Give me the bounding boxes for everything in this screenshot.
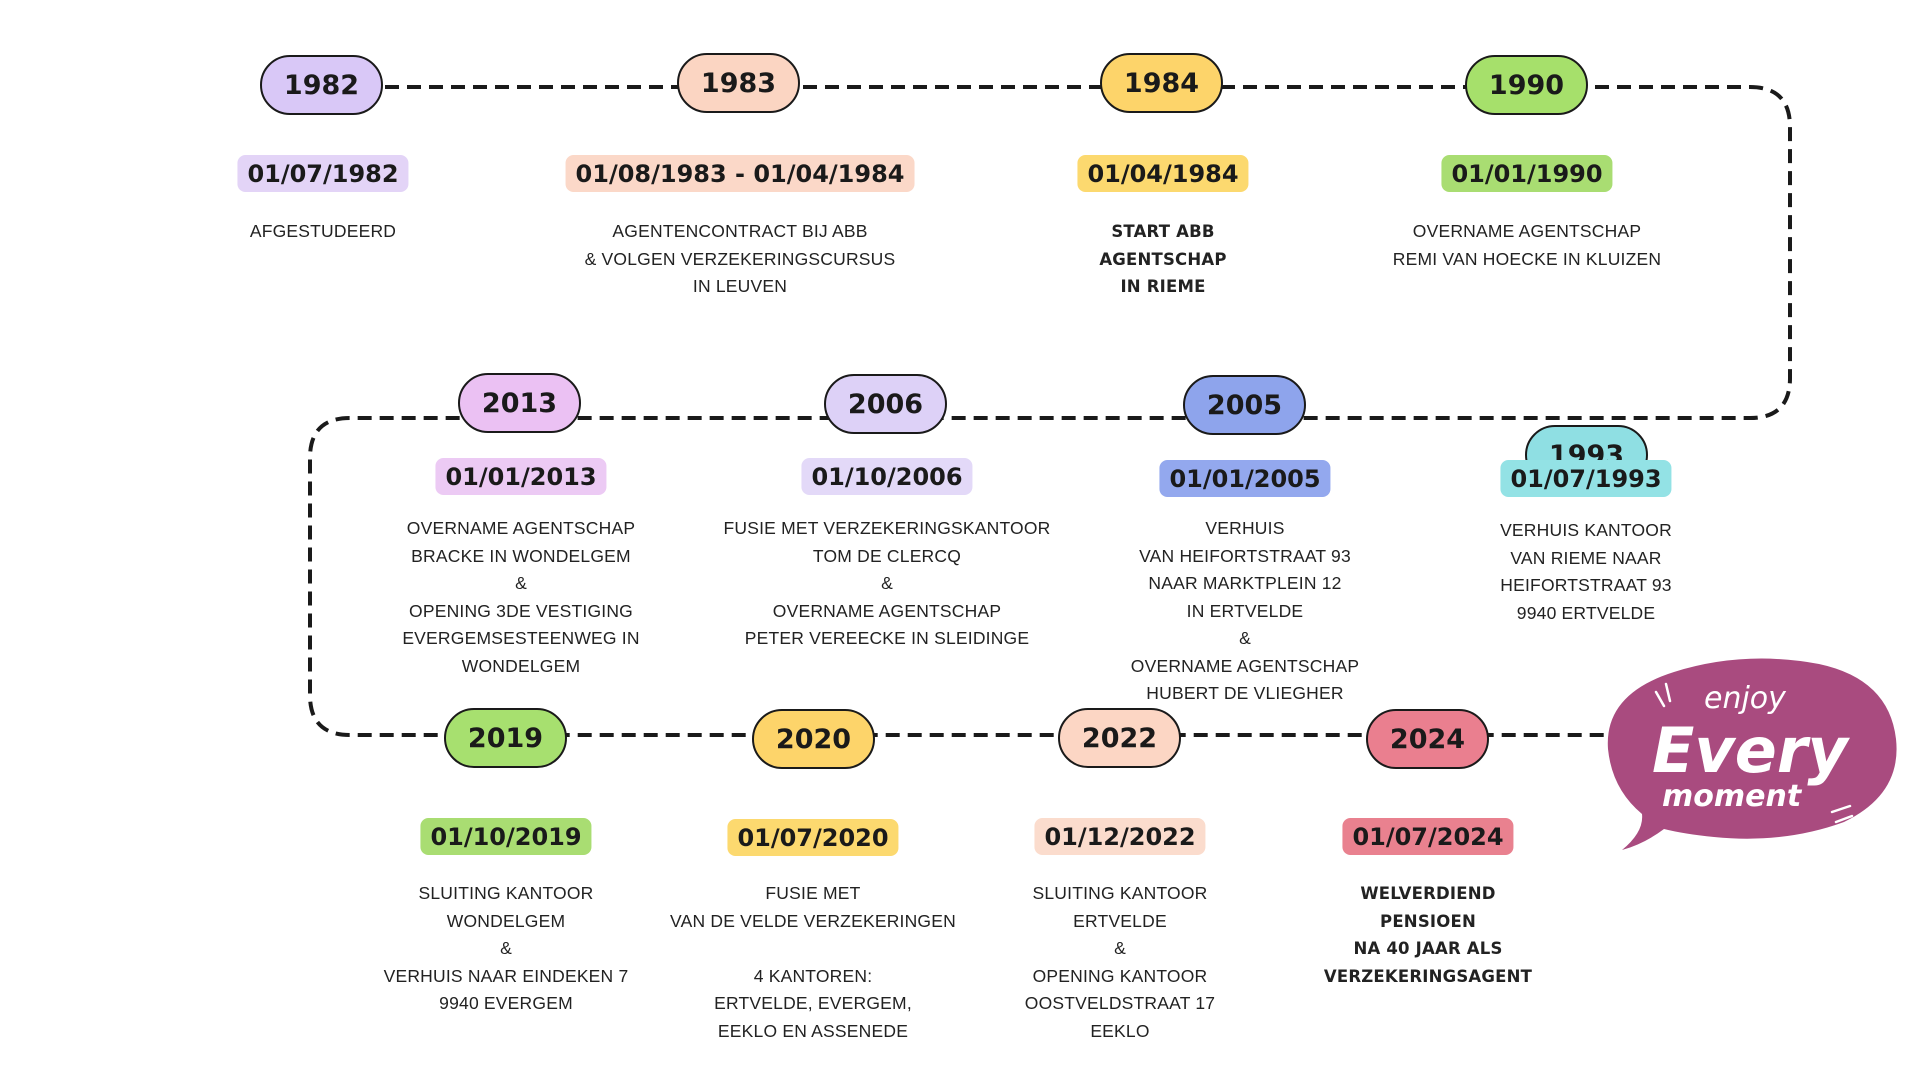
badge-word-moment: moment <box>1662 779 1803 814</box>
milestone-description-2: START ABB AGENTSCHAP IN RIEME <box>993 218 1333 301</box>
year-pill-8: 2019 <box>444 708 567 768</box>
description-line: & <box>1114 938 1126 958</box>
year-pill-3: 1990 <box>1465 55 1588 115</box>
date-label-5: 01/01/2005 <box>1159 460 1331 497</box>
description-line: OVERNAME AGENTSCHAP <box>406 518 636 538</box>
description-line: PETER VEREECKE IN SLEIDINGE <box>744 628 1030 648</box>
description-line: VAN RIEME NAAR <box>1510 547 1662 568</box>
description-line: AFGESTUDEERD <box>249 221 397 241</box>
date-label-2: 01/04/1984 <box>1077 155 1249 192</box>
description-line: OVERNAME AGENTSCHAP <box>772 600 1002 621</box>
milestone-description-1: AGENTENCONTRACT BIJ ABB & VOLGEN VERZEKER… <box>570 218 910 301</box>
milestone-description-3: OVERNAME AGENTSCHAP REMI VAN HOECKE IN KL… <box>1357 218 1697 273</box>
description-line: & <box>1239 628 1251 648</box>
date-label-1: 01/08/1983 - 01/04/1984 <box>565 155 915 192</box>
description-line: VAN DE VELDE VERZEKERINGEN <box>670 910 956 931</box>
description-line: OVERNAME AGENTSCHAP <box>1412 221 1642 241</box>
milestone-description-4: VERHUIS KANTOOR VAN RIEME NAAR HEIFORTSTRA… <box>1416 517 1756 627</box>
description-line: 9940 ERTVELDE <box>1516 602 1656 623</box>
description-line: & <box>515 573 527 593</box>
year-pill-7: 2013 <box>458 373 581 433</box>
description-line: 9940 EVERGEM <box>439 993 573 1013</box>
description-line: OPENING 3DE VESTIGING <box>409 600 633 621</box>
description-line: TOM DE CLERCQ <box>812 545 962 566</box>
description-line: IN RIEME <box>1120 277 1206 296</box>
description-line: EVERGEMSESTEENWEG IN <box>402 628 640 648</box>
year-pill-6: 2006 <box>824 374 947 434</box>
sparkle-icon <box>1654 682 1854 824</box>
date-label-7: 01/01/2013 <box>435 458 607 495</box>
year-pill-10: 2022 <box>1058 708 1181 768</box>
description-line: IN LEUVEN <box>692 276 788 296</box>
description-line: BRACKE IN WONDELGEM <box>411 545 631 566</box>
year-pill-1: 1983 <box>677 53 800 113</box>
description-line: NA 40 JAAR ALS <box>1353 939 1503 958</box>
description-line: SLUITING KANTOOR <box>1032 883 1208 903</box>
description-line: SLUITING KANTOOR <box>418 883 594 903</box>
description-line: WONDELGEM <box>446 910 566 931</box>
description-line: START ABB <box>1111 222 1215 241</box>
milestone-description-0: AFGESTUDEERD <box>153 218 493 246</box>
milestone-description-9: FUSIE MET VAN DE VELDE VERZEKERINGEN 4 KAN… <box>643 880 983 1045</box>
year-pill-11: 2024 <box>1366 709 1489 769</box>
date-label-9: 01/07/2020 <box>727 819 899 856</box>
year-pill-2: 1984 <box>1100 53 1223 113</box>
date-label-0: 01/07/1982 <box>237 155 409 192</box>
description-line: OPENING KANTOOR <box>1032 965 1208 986</box>
description-line: VERHUIS KANTOOR <box>1500 520 1672 540</box>
badge-word-every: Every <box>1652 714 1850 787</box>
badge-word-enjoy: enjoy <box>1704 681 1787 716</box>
description-line: WONDELGEM <box>461 655 581 676</box>
description-line: VERZEKERINGSAGENT <box>1323 966 1533 986</box>
description-line: & <box>881 573 893 593</box>
description-line: FUSIE MET VERZEKERINGSKANTOOR <box>723 518 1051 538</box>
milestone-description-7: OVERNAME AGENTSCHAP BRACKE IN WONDELGEM & O… <box>351 515 691 680</box>
description-line: REMI VAN HOECKE IN KLUIZEN <box>1392 248 1662 269</box>
year-pill-0: 1982 <box>260 55 383 115</box>
milestone-description-8: SLUITING KANTOOR WONDELGEM & VERHUIS NAAR E… <box>336 880 676 1018</box>
description-line: ERTVELDE, EVERGEM, <box>714 993 912 1013</box>
description-line: & VOLGEN VERZEKERINGSCURSUS <box>584 248 896 269</box>
description-line: & <box>500 938 512 958</box>
description-line: NAAR MARKTPLEIN 12 <box>1148 573 1342 593</box>
milestone-description-6: FUSIE MET VERZEKERINGSKANTOOR TOM DE CLER… <box>717 515 1057 653</box>
description-line: 4 KANTOREN: <box>753 965 873 986</box>
description-line: EEKLO EN ASSENEDE <box>717 1020 909 1041</box>
description-line: OVERNAME AGENTSCHAP <box>1130 655 1360 676</box>
description-line: WELVERDIEND <box>1360 884 1496 903</box>
year-pill-9: 2020 <box>752 709 875 769</box>
description-line: EEKLO <box>1090 1020 1150 1041</box>
description-line: HEIFORTSTRAAT 93 <box>1500 575 1672 595</box>
enjoy-every-moment-badge: enjoy Every moment <box>1607 658 1897 850</box>
description-line <box>643 935 983 963</box>
description-line: ERTVELDE <box>1073 910 1167 931</box>
description-line: OOSTVELDSTRAAT 17 <box>1024 993 1216 1013</box>
date-label-6: 01/10/2006 <box>801 458 973 495</box>
description-line: FUSIE MET <box>765 883 861 903</box>
year-pill-5: 2005 <box>1183 375 1306 435</box>
milestone-description-11: WELVERDIEND PENSIOEN NA 40 JAAR ALS VERZEKE… <box>1258 880 1598 990</box>
date-label-3: 01/01/1990 <box>1441 155 1613 192</box>
description-line: AGENTSCHAP <box>1099 249 1227 269</box>
description-line: HUBERT DE VLIEGHER <box>1146 683 1344 703</box>
description-line: AGENTENCONTRACT BIJ ABB <box>612 221 868 241</box>
description-line: VAN HEIFORTSTRAAT 93 <box>1139 545 1351 566</box>
description-line: PENSIOEN <box>1380 911 1476 931</box>
date-label-11: 01/07/2024 <box>1342 818 1514 855</box>
date-label-8: 01/10/2019 <box>420 818 592 855</box>
date-label-10: 01/12/2022 <box>1034 818 1206 855</box>
description-line: VERHUIS NAAR EINDEKEN 7 <box>383 965 629 986</box>
date-label-4: 01/07/1993 <box>1500 460 1672 497</box>
milestone-description-10: SLUITING KANTOOR ERTVELDE & OPENING KANTOOR… <box>950 880 1290 1045</box>
description-line: IN ERTVELDE <box>1186 600 1304 621</box>
milestone-description-5: VERHUIS VAN HEIFORTSTRAAT 93 NAAR MARKTPLE… <box>1075 515 1415 708</box>
description-line: VERHUIS <box>1205 518 1285 538</box>
